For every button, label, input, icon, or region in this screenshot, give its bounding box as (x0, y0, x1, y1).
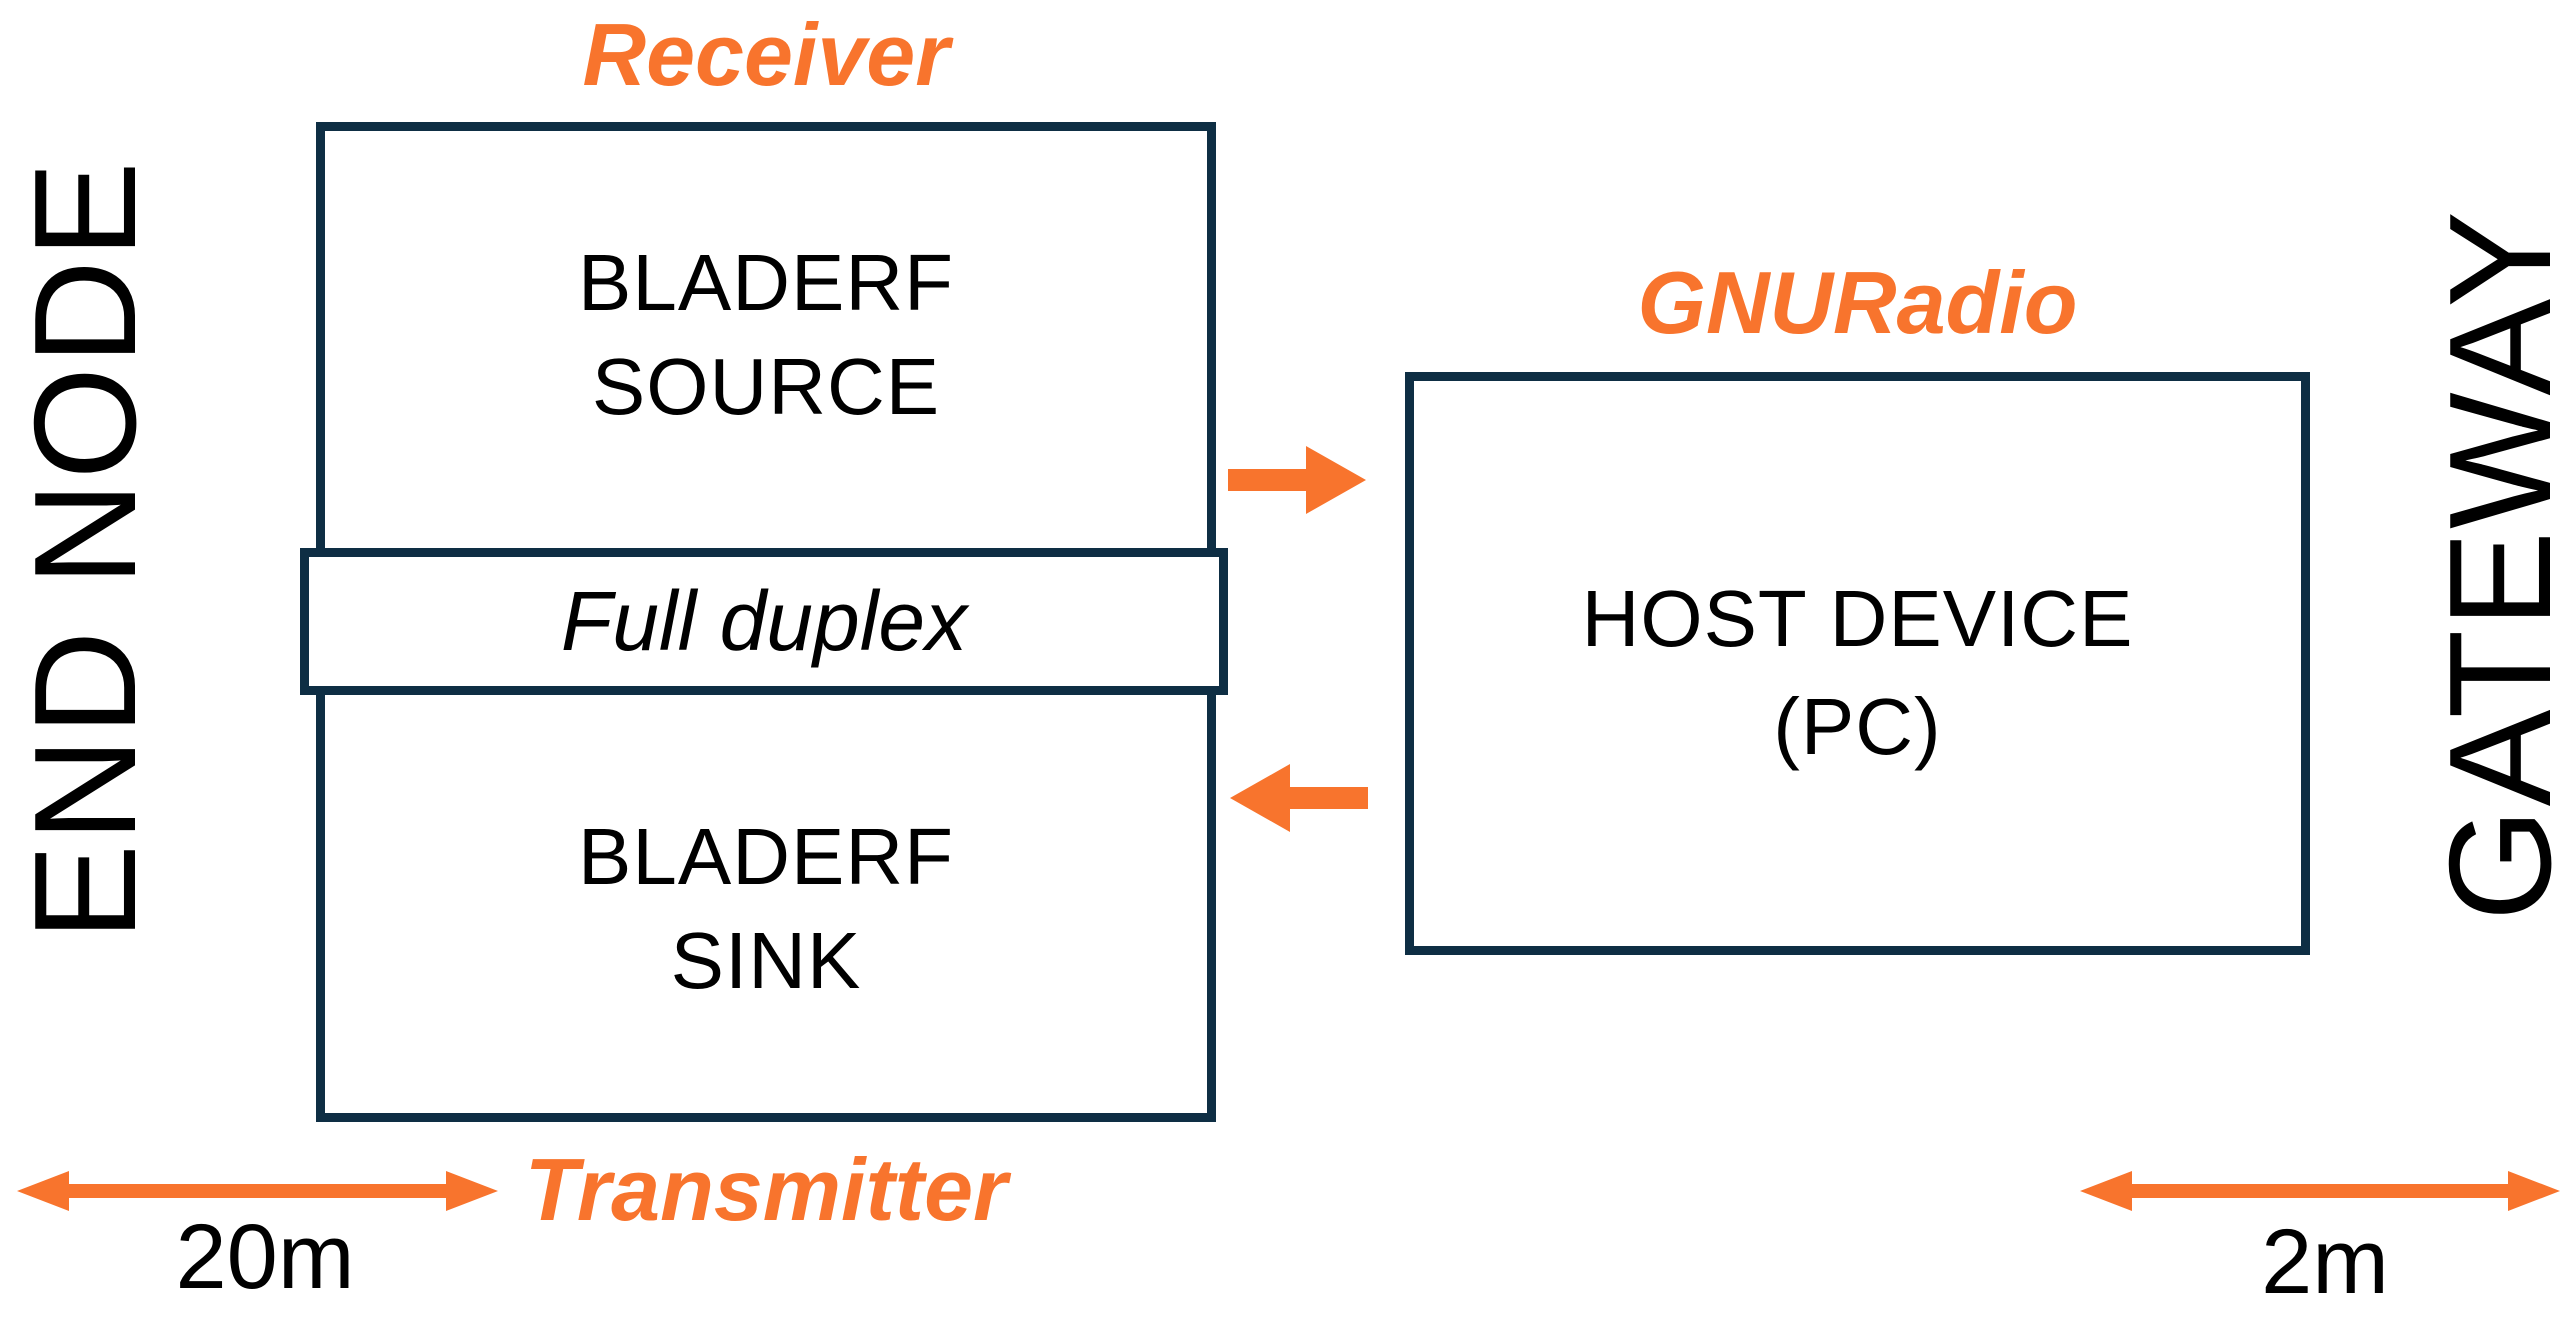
host-device-label-line2: (PC) (1773, 681, 1942, 771)
distance-label-2m: 2m (2261, 1211, 2389, 1313)
full-duplex-label: Full duplex (560, 574, 968, 668)
bladerf-source-block: BLADERF SOURCE (316, 122, 1216, 548)
full-duplex-block: Full duplex (300, 548, 1228, 695)
gateway-label: GATEWAY (2418, 208, 2571, 922)
host-device-label-line1: HOST DEVICE (1581, 573, 2134, 663)
bladerf-sink-label-line1: BLADERF (578, 811, 954, 901)
arrow-left-icon (1230, 764, 1368, 832)
end-node-label: END NODE (3, 159, 166, 941)
bladerf-source-label-line1: BLADERF (578, 238, 954, 327)
double-arrow-icon (2080, 1171, 2560, 1211)
transmitter-annotation: Transmitter (524, 1140, 1008, 1239)
bladerf-sink-label-line2: SINK (670, 915, 862, 1005)
gnuradio-annotation: GNURadio (1637, 253, 2078, 352)
distance-label-20m: 20m (175, 1206, 355, 1308)
double-arrow-icon (17, 1171, 498, 1211)
arrow-right-icon (1228, 446, 1366, 514)
bladerf-source-label-line2: SOURCE (591, 342, 941, 431)
host-device-block: HOST DEVICE (PC) (1405, 372, 2310, 955)
bladerf-sink-block: BLADERF SINK (316, 695, 1216, 1122)
receiver-annotation: Receiver (582, 5, 950, 104)
